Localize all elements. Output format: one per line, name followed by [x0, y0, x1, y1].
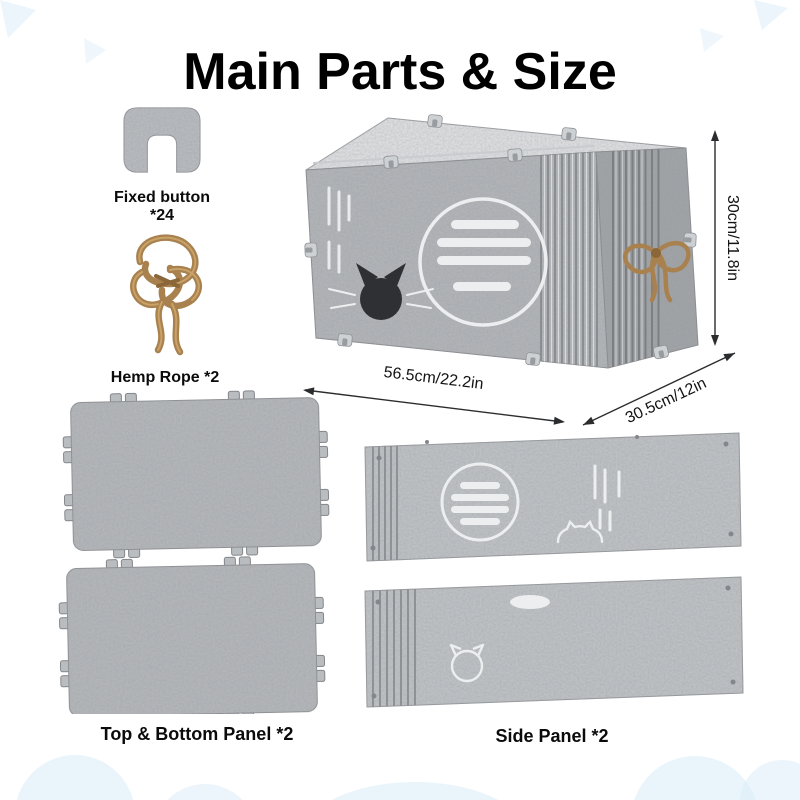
- fixed-button-shape: [123, 107, 201, 173]
- top-panel: [62, 390, 329, 559]
- top-bottom-panel-label: Top & Bottom Panel *2: [100, 724, 294, 744]
- top-bottom-panels-part: Top & Bottom Panel *2: [50, 390, 344, 745]
- depth-dimension-label: 30.5cm/12in: [623, 375, 709, 427]
- door-cutout: [440, 462, 520, 542]
- cat-face-cutout: [328, 263, 434, 320]
- handle-slot-cutout: [510, 595, 550, 609]
- cat-head-cutout: [449, 643, 485, 683]
- hemp-rope-illustration: [130, 234, 202, 356]
- hemp-rope-label: Hemp Rope *2: [110, 369, 220, 386]
- side-panel-label: Side Panel *2: [495, 726, 609, 746]
- flex-ridges: [372, 434, 398, 561]
- side-panel-a: [364, 432, 742, 562]
- vent-slits: [593, 464, 621, 532]
- assembled-product: 30cm/11.8in 56.5cm/22.2in 30.5cm/12in: [283, 100, 770, 438]
- round-door-cutout: [418, 197, 548, 327]
- whiskers: [328, 288, 434, 309]
- hemp-rope-part: Hemp Rope *2: [98, 226, 232, 387]
- side-panel-b: [364, 576, 744, 708]
- flex-ridges: [372, 578, 416, 707]
- fixed-button-illustration: [123, 107, 201, 173]
- assembled-house-illustration: 30cm/11.8in 56.5cm/22.2in 30.5cm/12in: [303, 113, 741, 427]
- cat-ears-cutout: [556, 519, 604, 544]
- bottom-panel: [58, 555, 325, 714]
- height-dimension: 30cm/11.8in: [711, 130, 741, 346]
- side-panels-part: Side Panel *2: [352, 426, 752, 747]
- fixed-button-label: Fixed button *24: [114, 189, 210, 224]
- page-title: Main Parts & Size: [183, 43, 617, 101]
- width-dimension-label: 56.5cm/22.2in: [383, 364, 485, 393]
- side-panel-face: [595, 147, 699, 369]
- rope-bow-decoration: [623, 240, 691, 303]
- fixed-button-part: Fixed button *24: [104, 100, 220, 225]
- rope-coil: [130, 234, 202, 356]
- side-panels-illustration: [364, 432, 744, 708]
- top-bottom-panels-illustration: [50, 390, 344, 714]
- lid-edge: [312, 145, 596, 164]
- corner-holes: [371, 585, 736, 699]
- corner-holes: [370, 435, 734, 551]
- height-dimension-label: 30cm/11.8in: [724, 195, 741, 281]
- corner-ridges-front: [540, 152, 598, 368]
- front-vent-slits: [327, 186, 351, 274]
